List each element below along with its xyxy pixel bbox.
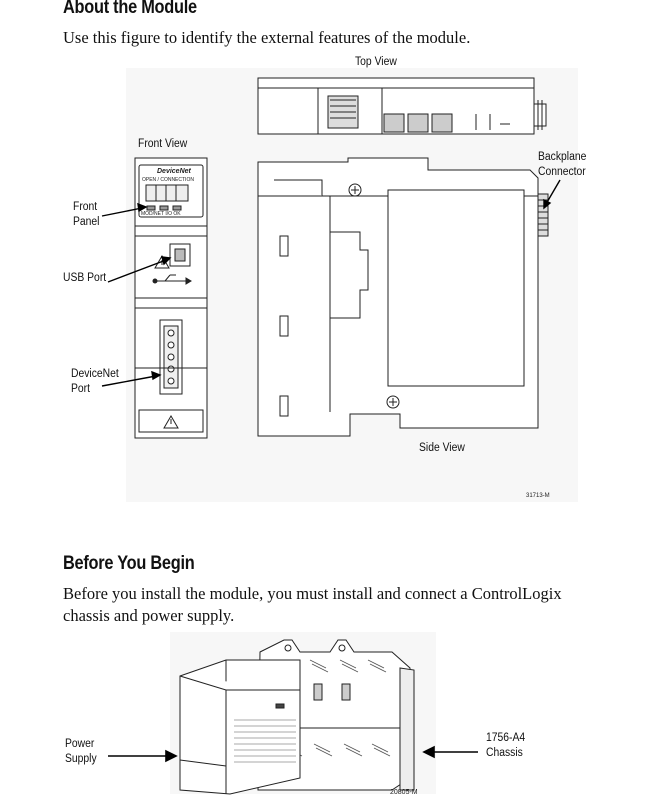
front-view-drawing	[134, 157, 208, 439]
top-view-drawing	[257, 77, 547, 135]
label-usb-port: USB Port	[63, 272, 107, 284]
label-power-supply-line1: Power	[65, 738, 95, 750]
figure-id-1: 31713-M	[526, 493, 550, 499]
label-power-supply-line2: Supply	[65, 753, 97, 765]
callout-arrows	[101, 179, 561, 387]
label-chassis: 1756-A4 Chassis	[486, 731, 525, 761]
section-intro-before-you-begin: Before you install the module, you must …	[63, 584, 562, 625]
label-devicenet-port-line1: DeviceNet	[71, 368, 119, 380]
front-panel-status-text: OPEN / CONNECTION	[142, 177, 194, 183]
label-front-panel: Front Panel	[73, 200, 99, 230]
label-top-view: Top View	[355, 56, 397, 68]
label-chassis-line1: 1756-A4	[486, 732, 526, 744]
label-front-panel-line2: Panel	[73, 216, 100, 228]
chassis-drawing	[179, 639, 415, 795]
label-front-panel-line1: Front	[73, 201, 98, 213]
label-devicenet-port: DeviceNet Port	[71, 367, 119, 397]
label-backplane-connector: Backplane Connector	[538, 150, 586, 180]
section-intro-about-module: Use this figure to identify the external…	[63, 28, 471, 47]
label-front-view: Front View	[138, 138, 188, 150]
label-side-view: Side View	[419, 442, 465, 454]
front-panel-led-labels: MOD/NET I/O OK	[141, 211, 181, 217]
section-heading-before-you-begin: Before You Begin	[63, 553, 195, 574]
label-backplane-line2: Connector	[538, 166, 586, 178]
label-devicenet-port-line2: Port	[71, 383, 90, 395]
label-power-supply: Power Supply	[65, 737, 97, 767]
side-view-drawing	[257, 157, 549, 437]
front-panel-brand: DeviceNet	[157, 168, 191, 175]
section-heading-about-module: About the Module	[63, 0, 197, 18]
label-backplane-line1: Backplane	[538, 151, 587, 163]
label-chassis-line2: Chassis	[486, 747, 523, 759]
figure-id-2: 20805-M	[390, 789, 418, 796]
chassis-callout-arrows	[108, 745, 478, 763]
